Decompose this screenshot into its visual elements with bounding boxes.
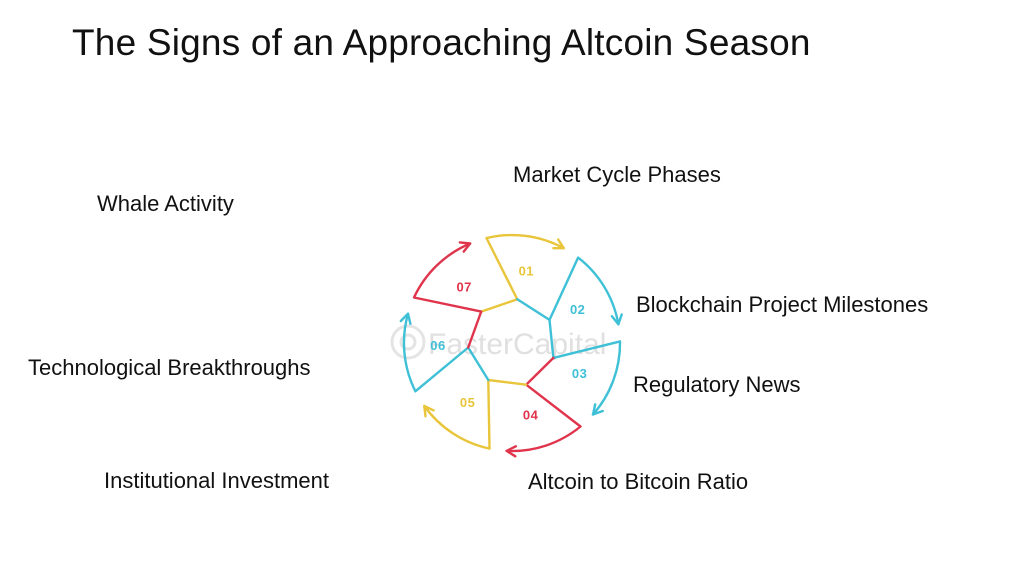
arrow-head-icon xyxy=(423,404,435,418)
cycle-segment-06 xyxy=(399,312,490,393)
page-title: The Signs of an Approaching Altcoin Seas… xyxy=(72,22,811,63)
cycle-segment-07 xyxy=(412,241,483,349)
label-blockchain-project-milestones: Blockchain Project Milestones xyxy=(636,292,929,317)
segment-outline xyxy=(548,318,622,416)
segment-number-05: 05 xyxy=(460,395,475,410)
label-market-cycle-phases: Market Cycle Phases xyxy=(513,162,721,187)
segment-outline xyxy=(516,256,620,326)
label-regulatory-news: Regulatory News xyxy=(633,372,801,397)
label-altcoin-to-bitcoin-ratio: Altcoin to Bitcoin Ratio xyxy=(528,469,749,494)
watermark: FasterCapital xyxy=(390,324,606,361)
segment-outline xyxy=(423,378,528,450)
segment-number-02: 02 xyxy=(570,302,585,317)
cycle-segment-05 xyxy=(423,378,528,450)
cycle-segment-03 xyxy=(548,318,622,416)
arrow-head-icon xyxy=(505,445,517,458)
cycle-segment-04 xyxy=(505,356,582,458)
segment-number-07: 07 xyxy=(456,280,471,295)
arrow-head-icon xyxy=(552,238,565,250)
cycle-segment-02 xyxy=(516,256,623,326)
segment-number-06: 06 xyxy=(430,338,445,353)
gear-icon xyxy=(390,324,426,360)
cycle-segment-01 xyxy=(480,233,565,313)
arrow-head-icon xyxy=(610,313,623,326)
segment-outline xyxy=(505,356,582,453)
label-whale-activity: Whale Activity xyxy=(97,191,234,216)
label-institutional-investment: Institutional Investment xyxy=(104,468,330,493)
segment-number-01: 01 xyxy=(519,263,534,278)
watermark-text: FasterCapital xyxy=(428,328,606,361)
segment-number-03: 03 xyxy=(572,366,587,381)
segment-outline xyxy=(402,312,490,393)
segment-number-04: 04 xyxy=(523,408,539,423)
segment-outline xyxy=(480,233,565,313)
label-technological-breakthroughs: Technological Breakthroughs xyxy=(28,355,311,380)
arrow-head-icon xyxy=(591,403,604,416)
arrow-head-icon xyxy=(458,241,472,253)
arrow-head-icon xyxy=(399,312,412,325)
segment-outline xyxy=(412,242,483,349)
